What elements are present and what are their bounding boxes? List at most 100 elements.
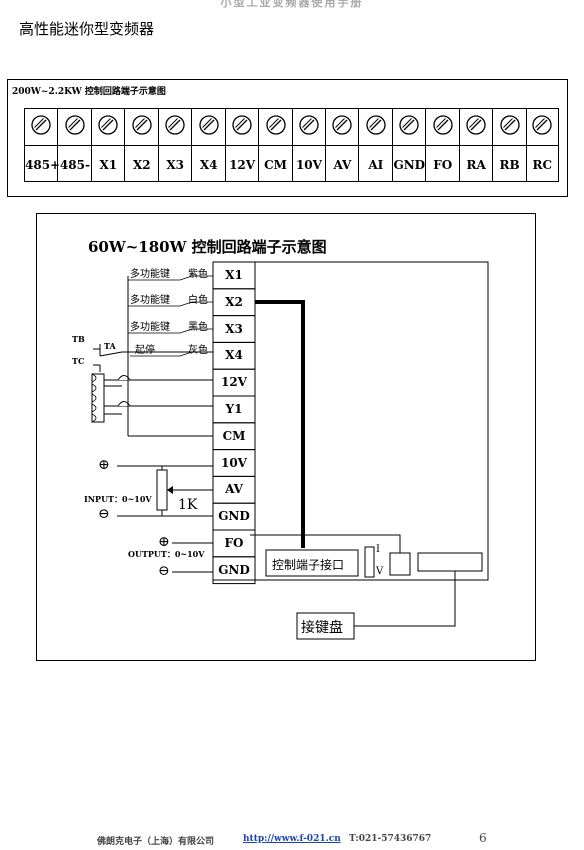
screw-icon xyxy=(132,115,152,135)
wire-label-group xyxy=(128,275,213,357)
relay-symbol xyxy=(91,276,213,437)
terminal-label: 485+ xyxy=(25,158,61,172)
iv-switch xyxy=(364,546,375,578)
screw-icon xyxy=(466,115,486,135)
terminal-label: 10V xyxy=(295,158,322,172)
terminal-label: RB xyxy=(499,158,520,172)
relay-tb-label: TB xyxy=(72,334,85,344)
diagram-terminal-label: X3 xyxy=(225,321,243,336)
wire-color-label: 紫色 xyxy=(188,269,208,280)
screw-icon xyxy=(232,115,252,135)
terminal-label: X2 xyxy=(132,158,151,172)
diagram-title: 60W~180W 控制回路端子示意图 xyxy=(88,238,327,256)
diagram-terminal-label: GND xyxy=(218,562,250,577)
terminal-cell: X4 xyxy=(191,108,226,182)
input-label: INPUT：0~10V xyxy=(84,494,152,504)
terminal-box xyxy=(7,79,568,197)
output-label: OUTPUT：0~10V xyxy=(128,549,205,559)
section-title: 高性能迷你型变频器 xyxy=(19,20,155,38)
diagram-terminal-label: 10V xyxy=(220,455,247,470)
control-interface-box xyxy=(265,549,359,577)
running-header: 小型工业变频器使用手册 xyxy=(220,0,364,9)
footer-url-link[interactable]: http://www.f-021.cn xyxy=(243,834,341,844)
screw-icon xyxy=(399,115,419,135)
terminal-cell: 485+ xyxy=(24,108,61,182)
terminal-strip: 485+485- X1 X2 X3 X4 12V CM 10V AV AI GND FO RA RB RC xyxy=(24,108,559,182)
screw-icon xyxy=(332,115,353,135)
x2-thick-wire xyxy=(255,300,305,548)
screw-icon xyxy=(165,115,185,135)
footer-tel: T:021-57436767 xyxy=(349,834,432,844)
screw-icon xyxy=(65,115,85,135)
wire-color-label: 白色 xyxy=(188,295,208,306)
wire-function-label: 多功能键 xyxy=(130,322,170,333)
screw-icon xyxy=(98,115,118,135)
screw-icon xyxy=(199,115,219,135)
terminal-cell: X1 xyxy=(90,108,125,182)
output-minus-icon: ⊖ xyxy=(158,563,170,579)
diagram-terminal-label: X2 xyxy=(225,294,243,309)
terminal-cell: FO xyxy=(425,108,460,182)
terminal-cell: 10V xyxy=(291,108,326,182)
diagram-frame xyxy=(36,213,536,661)
control-interface-label: 控制端子接口 xyxy=(272,558,345,572)
terminal-label: FO xyxy=(433,158,453,172)
switch-i-label: I xyxy=(376,544,380,555)
screw-icon xyxy=(31,115,52,135)
terminal-cell: X3 xyxy=(157,108,192,182)
controller-outline xyxy=(212,261,489,581)
switch-v-label: V xyxy=(376,566,384,577)
terminal-cell: CM xyxy=(258,108,292,182)
terminal-cell: RC xyxy=(525,108,559,182)
pot-value-label: 1K xyxy=(178,497,198,513)
terminal-cell: GND xyxy=(391,108,426,182)
terminal-label: CM xyxy=(264,158,287,172)
output-plus-icon: ⊕ xyxy=(158,534,170,550)
diagram-terminal-label: FO xyxy=(224,536,244,550)
footer-company: 佛朗克电子（上海）有限公司 xyxy=(97,837,215,847)
terminal-cell: X2 xyxy=(124,108,159,182)
relay-ta-label: TA xyxy=(104,341,116,351)
wire-color-label: 灰色 xyxy=(188,345,208,356)
diagram-terminal-label: X4 xyxy=(225,348,243,363)
input-minus-icon: ⊖ xyxy=(98,506,110,522)
terminal-cell: 12V xyxy=(224,108,259,182)
terminal-label: 12V xyxy=(229,158,256,172)
input-plus-icon: ⊕ xyxy=(98,457,110,473)
terminal-label: AI xyxy=(368,158,384,172)
keypad-box xyxy=(296,612,355,640)
keypad-label: 接键盘 xyxy=(301,620,343,636)
terminal-cell: 485- xyxy=(57,108,92,182)
wire-leader-line xyxy=(128,275,213,281)
diagram-terminal-label: CM xyxy=(222,428,246,443)
terminal-label: X3 xyxy=(166,158,185,172)
diagram-terminal-label: Y1 xyxy=(225,402,243,416)
screw-icon xyxy=(433,115,453,135)
screw-icon xyxy=(366,115,386,135)
terminal-box-title: 200W~2.2KW 控制回路端子示意图 xyxy=(12,87,166,97)
diagram-terminal-label: 12V xyxy=(220,375,247,390)
wire-function-label: 多功能键 xyxy=(130,295,170,306)
terminal-cell: RA xyxy=(458,108,493,182)
screw-icon xyxy=(532,115,552,135)
relay-tc-label: TC xyxy=(72,356,85,366)
terminal-label: X1 xyxy=(99,158,118,172)
terminal-label: 485- xyxy=(59,158,90,172)
page-number: 6 xyxy=(479,831,487,845)
diagram-terminal-label: AV xyxy=(225,482,243,497)
terminal-label: X4 xyxy=(199,158,218,172)
terminal-label: AV xyxy=(333,158,352,172)
terminal-label: RC xyxy=(532,158,553,172)
diagram-terminal-label: GND xyxy=(218,509,250,524)
potentiometer xyxy=(117,465,213,517)
wire-leader-line xyxy=(128,301,213,307)
screw-icon xyxy=(265,115,286,135)
wire-leader-line xyxy=(128,328,213,334)
terminal-cell: AV xyxy=(324,108,359,182)
wire-function-label: 起停 xyxy=(135,345,155,356)
terminal-cell: RB xyxy=(492,108,527,182)
terminal-label: GND xyxy=(393,158,426,172)
terminal-cell: AI xyxy=(358,108,393,182)
diagram-terminal-cell xyxy=(212,556,256,585)
